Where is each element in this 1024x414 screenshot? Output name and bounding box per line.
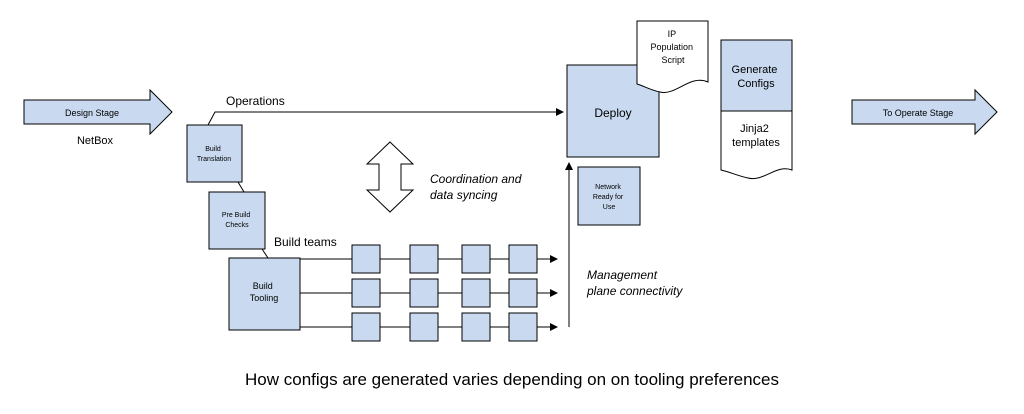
deploy-label: Deploy [594, 106, 631, 120]
network-ready-box: Network Ready for Use [577, 166, 641, 226]
coordination-line-1: Coordination and [430, 172, 522, 186]
management-line-1: Management [587, 268, 658, 282]
svg-text:Pre Build Checks: Pre Build Checks [222, 212, 252, 229]
svg-text:Jinja2 templates: Jinja2 templates [732, 123, 780, 149]
ip-population-line-3: Script [661, 55, 685, 65]
team-step-box [461, 312, 491, 342]
design-stage-label: Design Stage [65, 108, 119, 118]
network-ready-line-3: Use [603, 204, 616, 211]
operations-connector [207, 108, 564, 126]
team-step-box [351, 312, 381, 342]
management-line-2: plane connectivity [586, 284, 683, 298]
team-step-box [351, 278, 381, 308]
pre-build-checks-line-1: Pre Build [222, 212, 251, 219]
design-stage-arrow: Design Stage [23, 88, 173, 136]
build-tooling-line-2: Tooling [250, 293, 279, 303]
operations-label: Operations [226, 94, 285, 108]
svg-text:Management plane connectiv: Management plane connectivity [586, 268, 683, 298]
operate-stage-label: To Operate Stage [883, 108, 954, 118]
generate-configs-line-1: Generate [732, 64, 778, 76]
generate-configs-line-2: Configs [737, 78, 775, 90]
ip-population-script-document: IP Population Script [636, 20, 709, 93]
svg-text:Generate Configs: Generate Configs [732, 64, 781, 90]
operate-stage-arrow: To Operate Stage [851, 88, 998, 136]
team-step-box [351, 244, 381, 274]
network-ready-line-1: Network [595, 184, 621, 191]
team-step-box [409, 312, 439, 342]
svg-text:Build Tooling: Build Tooling [250, 281, 279, 303]
diagram-caption: How configs are generated varies dependi… [245, 370, 779, 389]
jinja-templates-line-2: templates [732, 137, 780, 149]
team-step-box [409, 244, 439, 274]
pre-build-checks-line-2: Checks [225, 222, 249, 229]
build-tooling-line-1: Build [253, 281, 273, 291]
jinja-templates-document: Jinja2 templates [720, 110, 793, 180]
team-step-box [508, 278, 538, 308]
generate-configs-box: Generate Configs [720, 39, 793, 112]
team-step-box [409, 278, 439, 308]
team-step-box [461, 244, 491, 274]
build-tooling-box: Build Tooling [228, 257, 301, 331]
ip-population-line-2: Population [650, 42, 693, 52]
jinja-templates-line-1: Jinja2 [740, 123, 769, 135]
team-step-box [508, 244, 538, 274]
pre-build-checks-box: Pre Build Checks [208, 191, 266, 250]
build-teams-label: Build teams [274, 235, 337, 249]
coordination-double-arrow [365, 141, 415, 213]
svg-text:Network Ready for: Network Ready for Use [593, 184, 625, 211]
team-step-box [461, 278, 491, 308]
build-translation-line-2: Translation [197, 156, 231, 163]
build-translation-box: Build Translation [186, 124, 243, 183]
netbox-label: NetBox [77, 135, 114, 147]
ip-population-line-1: IP [668, 29, 677, 39]
build-team-lanes [300, 244, 558, 342]
coordination-line-2: data syncing [430, 188, 498, 202]
svg-text:Build Translation: Build Translation [197, 146, 231, 163]
network-ready-line-2: Ready for [593, 194, 624, 201]
svg-text:IP Population Scri: IP Population Script [650, 29, 695, 65]
team-step-box [508, 312, 538, 342]
svg-text:Coordination and data sync: Coordination and data syncing [430, 172, 525, 202]
build-translation-line-1: Build [205, 146, 221, 153]
